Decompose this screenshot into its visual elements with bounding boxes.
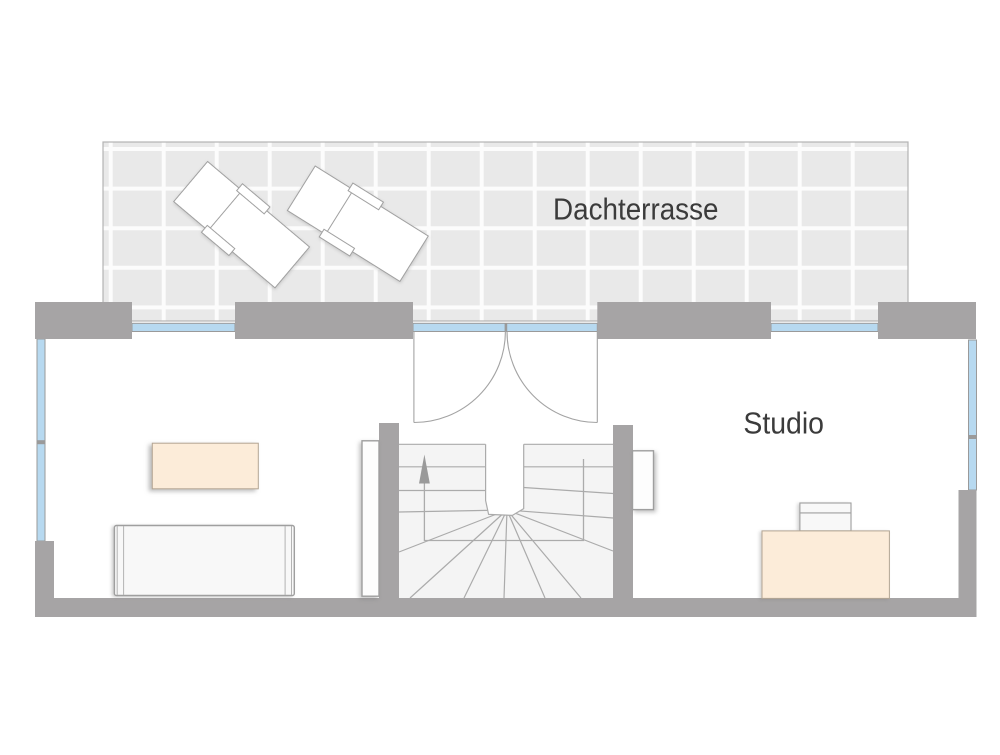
svg-text:Studio: Studio [743,405,824,440]
svg-text:Dachterrasse: Dachterrasse [553,191,719,226]
